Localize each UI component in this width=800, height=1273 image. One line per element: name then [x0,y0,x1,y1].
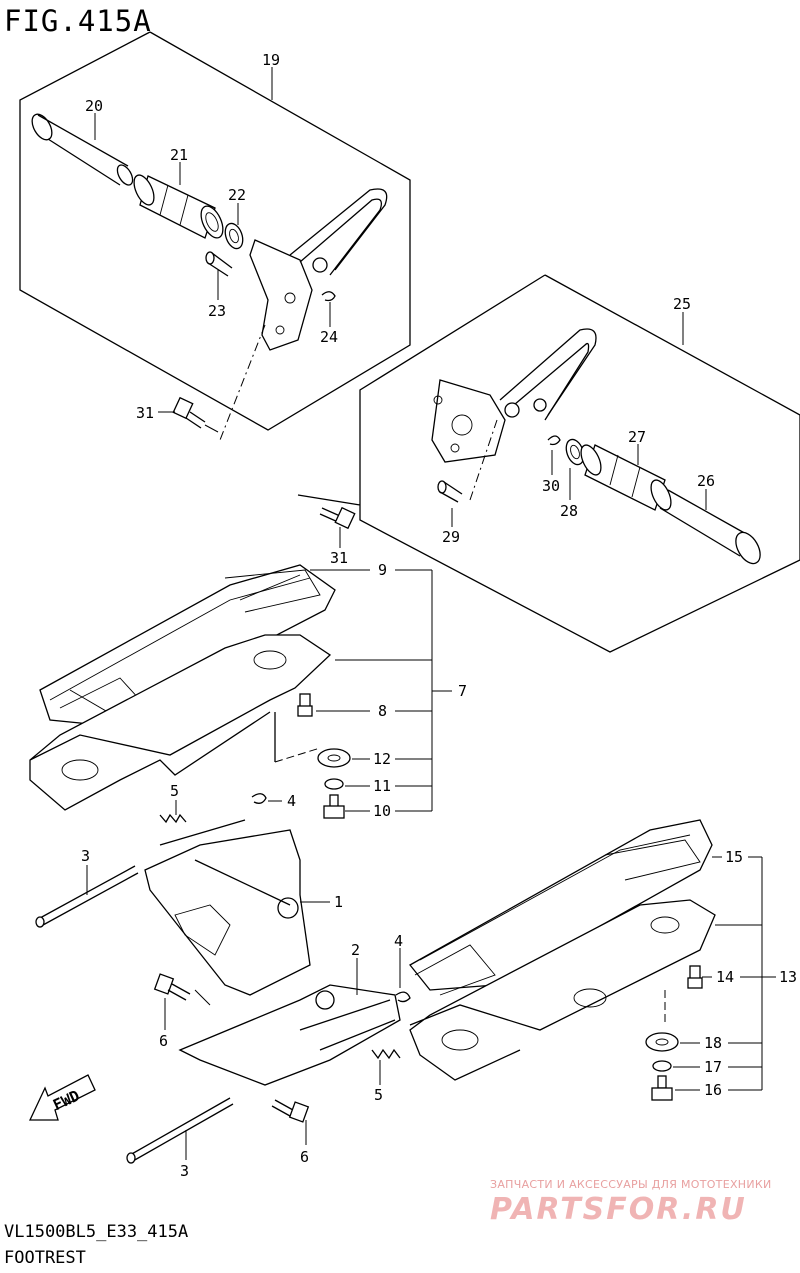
part-22-washer [224,222,244,250]
part-labels: 19 20 21 22 23 24 31 25 27 26 30 28 29 3… [81,51,797,1180]
assembly-19-box [19,31,411,431]
label-part-14: 14 [716,968,734,986]
part-27-footpeg-rubber [580,444,672,511]
lower-footboard-mat-15 [409,819,713,996]
fwd-direction-arrow: FWD [28,1074,96,1121]
watermark-tagline: ЗАПЧАСТИ И АКСЕССУАРЫ ДЛЯ МОТОТЕХНИКИ [490,1178,772,1191]
label-part-31-top: 31 [136,404,154,422]
part-14-stud [687,965,703,989]
label-part-6-upper: 6 [159,1032,168,1050]
label-part-7: 7 [458,682,467,700]
part-6-bolt-upper [153,973,191,1001]
label-part-28: 28 [560,502,578,520]
part-24-clip [321,291,336,302]
part-23-pin [205,251,233,277]
part-31-bolt-top [172,396,219,433]
part-10-nut [323,794,345,819]
part-30-clip [547,435,561,446]
label-part-29: 29 [442,528,460,546]
label-part-5-upper: 5 [170,782,179,800]
label-part-30: 30 [542,477,560,495]
label-part-31-bottom: 31 [330,549,348,567]
part-8-stud [297,693,313,717]
label-part-21: 21 [170,146,188,164]
part-31-bolt-bottom [319,506,356,530]
label-part-18: 18 [704,1034,722,1052]
part-16-nut [651,1075,673,1101]
label-part-26: 26 [697,472,715,490]
part-2-bracket [178,984,401,1086]
part-29-pin [437,480,463,503]
label-part-3-lower: 3 [180,1162,189,1180]
assembly-25-box [297,274,800,653]
bracket-19 [249,188,388,351]
label-part-6-lower: 6 [300,1148,309,1166]
part-5-spring-upper [159,813,187,824]
figure-title: FIG.415A [4,4,152,38]
part-3-pin-lower [126,1097,234,1164]
label-part-4-upper: 4 [287,792,296,810]
part-20-pin [31,113,134,186]
model-code: VL1500BL5_E33_415A [4,1222,189,1242]
label-part-8: 8 [378,702,387,720]
part-21-footpeg-rubber [133,174,224,239]
part-17-washer [652,1060,672,1072]
label-part-12: 12 [373,750,391,768]
label-part-16: 16 [704,1081,722,1099]
label-part-9: 9 [378,561,387,579]
label-part-19: 19 [262,51,280,69]
part-11-washer [324,778,344,790]
part-4-clip-upper [251,793,267,804]
label-part-27: 27 [628,428,646,446]
lower-footboard-base-13 [409,899,716,1081]
watermark-logo: PARTSFOR.RU [490,1192,747,1227]
part-4-clip-lower [395,991,411,1003]
leader-lines [86,67,776,1160]
label-part-25: 25 [673,295,691,313]
label-part-20: 20 [85,97,103,115]
label-part-15: 15 [725,848,743,866]
label-part-17: 17 [704,1058,722,1076]
label-part-3-upper: 3 [81,847,90,865]
label-part-2: 2 [351,941,360,959]
label-part-11: 11 [373,777,391,795]
part-5-spring-lower [371,1048,401,1060]
label-part-22: 22 [228,186,246,204]
label-part-1: 1 [334,893,343,911]
label-part-5-lower: 5 [374,1086,383,1104]
label-part-4-lower: 4 [394,932,403,950]
part-1-bracket [144,819,311,996]
upper-footboard-base-7 [29,634,332,811]
part-12-washer [317,748,351,768]
bracket-25 [431,328,597,463]
label-part-10: 10 [373,802,391,820]
part-6-bolt-lower [271,1099,310,1123]
part-18-washer [645,1032,679,1052]
part-26-pin [659,489,761,565]
label-part-23: 23 [208,302,226,320]
figure-name: FOOTREST [4,1248,86,1268]
label-part-24: 24 [320,328,338,346]
label-part-13: 13 [779,968,797,986]
